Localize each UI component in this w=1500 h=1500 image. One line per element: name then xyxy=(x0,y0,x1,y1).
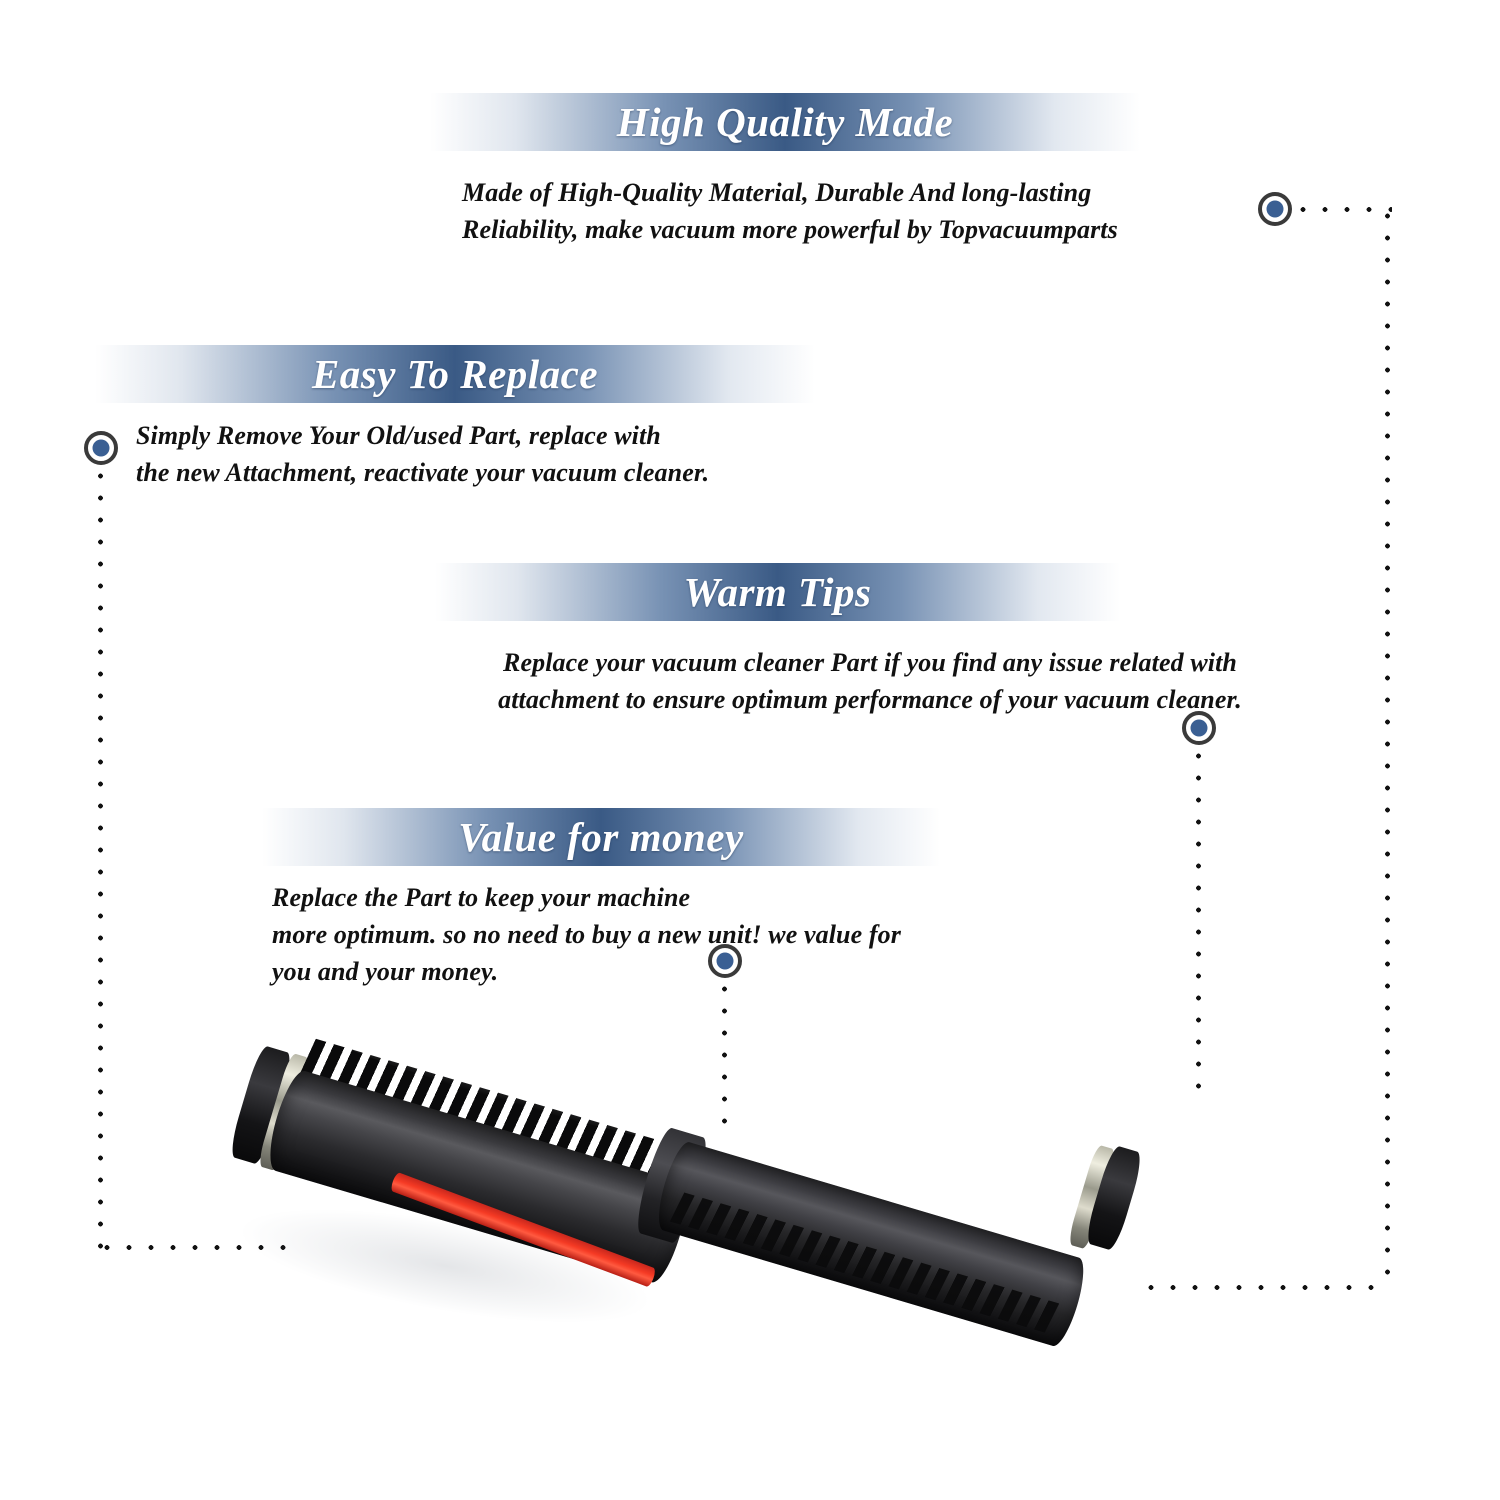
connector-high-quality-horizontal xyxy=(1292,205,1392,214)
connector-bottom-left-horizontal xyxy=(96,1243,301,1252)
banner-easy-to-replace: Easy To Replace xyxy=(95,345,815,403)
connector-right-vertical xyxy=(1383,205,1392,1290)
section-body-easy-to-replace: Simply Remove Your Old/used Part, replac… xyxy=(136,421,710,487)
section-body-high-quality-made: Made of High-Quality Material, Durable A… xyxy=(462,178,1118,244)
marker-value-for-money xyxy=(708,944,742,978)
marker-high-quality-made xyxy=(1258,192,1292,226)
connector-value-for-money-vertical xyxy=(720,978,729,1126)
banner-warm-tips: Warm Tips xyxy=(435,563,1120,621)
marker-warm-tips xyxy=(1182,711,1216,745)
banner-value-for-money: Value for money xyxy=(262,808,940,866)
section-body-warm-tips: Replace your vacuum cleaner Part if you … xyxy=(498,648,1242,714)
banner-high-quality-made: High Quality Made xyxy=(430,93,1140,151)
section-title-high-quality-made: High Quality Made xyxy=(616,99,954,145)
section-title-value-for-money: Value for money xyxy=(458,814,744,860)
connector-bottom-right-horizontal xyxy=(1140,1283,1388,1292)
section-body-value-for-money: Replace the Part to keep your machine mo… xyxy=(272,883,901,986)
product-image-brush-roll xyxy=(215,995,1165,1350)
section-title-easy-to-replace: Easy To Replace xyxy=(311,351,599,397)
connector-warm-tips-vertical xyxy=(1194,745,1203,1097)
section-title-warm-tips: Warm Tips xyxy=(683,569,872,615)
marker-easy-to-replace xyxy=(84,431,118,465)
connector-left-vertical xyxy=(96,465,105,1253)
